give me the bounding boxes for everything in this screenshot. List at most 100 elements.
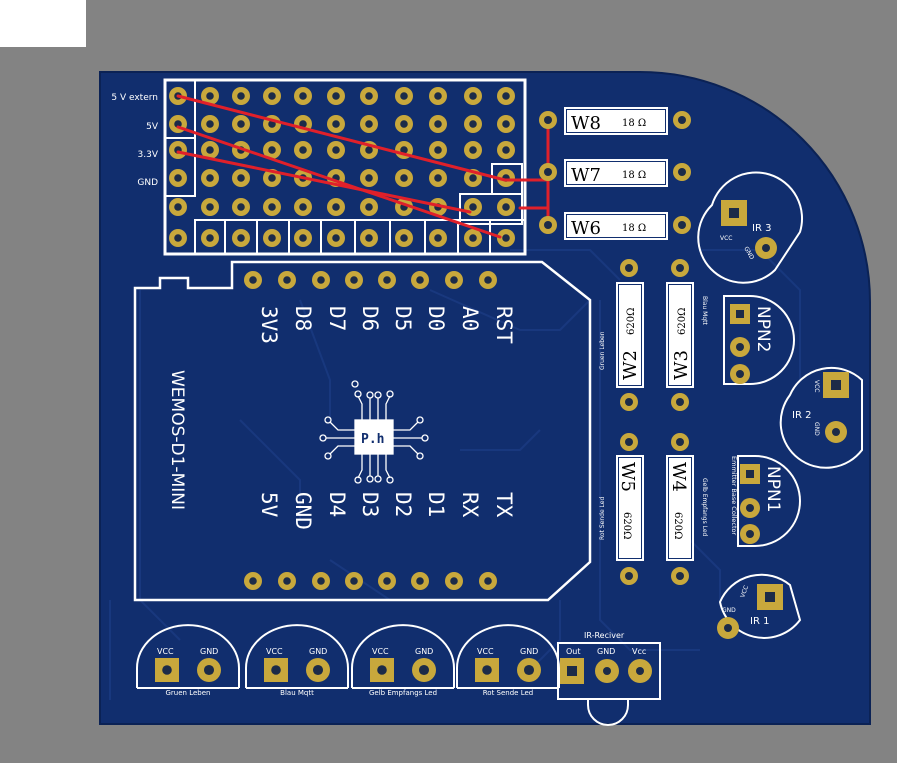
wemos-pin-pad xyxy=(445,572,463,590)
ir-sensor-2-ref: IR 2 xyxy=(792,410,811,421)
perfboard-pad xyxy=(497,198,515,216)
perfboard-pad xyxy=(497,115,515,133)
led-connector-gnd-pad xyxy=(517,658,541,682)
led-connector-vcc-pad xyxy=(475,658,499,682)
ir-receiver-pin-out: Out xyxy=(566,647,581,656)
perfboard-pad xyxy=(263,229,281,247)
perfboard-pad xyxy=(497,87,515,105)
wemos-pin-pad xyxy=(345,572,363,590)
led-connector-gnd-pad xyxy=(197,658,221,682)
ir-sensor-1-ref: IR 1 xyxy=(750,616,769,627)
led-connector-pin-b: GND xyxy=(200,647,218,656)
ir-sensor-2-pin-a: VCC xyxy=(813,380,820,392)
perfboard-pad xyxy=(201,198,219,216)
wemos-pin-label: RX xyxy=(458,492,482,518)
perfboard-pad xyxy=(294,229,312,247)
wemos-pin-label: D1 xyxy=(424,492,448,517)
ir-sensor-3-ref: IR 3 xyxy=(752,223,771,234)
led-connector-pin-a: VCC xyxy=(477,647,494,656)
perfboard-pad xyxy=(232,229,250,247)
wemos-pin-pad xyxy=(479,572,497,590)
perfboard-pad xyxy=(327,141,345,159)
npn1-ref: NPN1 xyxy=(763,466,783,513)
perfboard-pad xyxy=(201,115,219,133)
perfboard-pad xyxy=(232,87,250,105)
npn1: NPN1 Emmitter Base Collector xyxy=(730,455,801,547)
perfboard-pad xyxy=(429,141,447,159)
resistor-w3: W3 620Ω Blau Mqtt xyxy=(666,259,708,411)
perfboard-pad xyxy=(464,141,482,159)
wemos-pin-pad xyxy=(378,271,396,289)
led-connector-label: Gruen Leben xyxy=(166,689,211,697)
perfboard-pad xyxy=(232,198,250,216)
perfboard-pad xyxy=(169,229,187,247)
resistor-w2-value: 620Ω xyxy=(626,308,637,335)
led-connector-pin-b: GND xyxy=(415,647,433,656)
perfboard-pad xyxy=(395,169,413,187)
ir-sensor-3: IR 3 VCC GND xyxy=(697,171,803,284)
perfboard-pad xyxy=(497,141,515,159)
perfboard-pad xyxy=(169,141,187,159)
wemos-pin-pad xyxy=(244,572,262,590)
perfboard-pad xyxy=(169,198,187,216)
wemos-pin-pad xyxy=(278,271,296,289)
resistor-w4-ref: W4 xyxy=(668,462,689,492)
wemos-pin-label: D7 xyxy=(325,306,349,331)
perfboard-pad xyxy=(464,87,482,105)
resistor-w5-ref: W5 xyxy=(617,462,638,492)
perfboard-pad xyxy=(169,169,187,187)
perfboard-pad xyxy=(429,115,447,133)
wemos-pin-pad xyxy=(244,271,262,289)
perfboard-pad xyxy=(263,87,281,105)
wemos-pin-pad xyxy=(312,271,330,289)
resistor-w6-ref: W6 xyxy=(571,218,601,239)
ir-receiver: IR-Reciver Out GND Vcc xyxy=(557,631,661,726)
perfboard-pad xyxy=(263,141,281,159)
power-label-3v3: 3.3V xyxy=(138,150,159,160)
wire-3v3 xyxy=(176,150,472,214)
perfboard-pad xyxy=(294,141,312,159)
wemos-pin-pad xyxy=(411,271,429,289)
ph-logo: P.h xyxy=(319,380,429,484)
resistor-w8-value: 18 Ω xyxy=(622,118,646,129)
perfboard-pad xyxy=(201,229,219,247)
ir-sensor-3-pin-a: VCC xyxy=(720,235,732,242)
wemos-pin-label: D0 xyxy=(424,306,448,331)
perfboard-pad xyxy=(360,87,378,105)
wemos-pin-label: 3V3 xyxy=(257,306,281,344)
perfboard-pad xyxy=(327,115,345,133)
perfboard-pad xyxy=(232,169,250,187)
resistor-w7-value: 18 Ω xyxy=(622,170,646,181)
led-connector-gnd-pad xyxy=(306,658,330,682)
wemos-pin-pad xyxy=(345,271,363,289)
perfboard-pad xyxy=(395,87,413,105)
wemos-pin-pad xyxy=(278,572,296,590)
wire-5v xyxy=(176,125,502,239)
perfboard-pad xyxy=(464,229,482,247)
wemos-pin-label: D5 xyxy=(391,306,415,331)
resistor-w5-caption: Rot Sende Led xyxy=(599,497,606,540)
wemos-title: WEMOS-D1-MINI xyxy=(167,370,187,510)
power-labels: 5 V extern 5V 3.3V GND xyxy=(111,93,158,188)
perfboard-pad xyxy=(201,87,219,105)
resistor-w4-value: 620Ω xyxy=(672,512,683,539)
resistor-w7: W7 18 Ω xyxy=(539,159,691,187)
perfboard-pad xyxy=(429,229,447,247)
wemos-pin-pad xyxy=(479,271,497,289)
wemos-pin-pad xyxy=(378,572,396,590)
led-connector-label: Gelb Empfangs Led xyxy=(369,689,437,697)
perfboard-pad xyxy=(327,229,345,247)
perfboard-pad xyxy=(360,198,378,216)
resistor-w3-caption: Blau Mqtt xyxy=(701,296,708,326)
wemos-pin-label: D4 xyxy=(325,492,349,517)
led-connector-pin-b: GND xyxy=(520,647,538,656)
ir-sensor-2-pin-b: GND xyxy=(813,422,820,436)
power-label-gnd: GND xyxy=(137,178,158,188)
resistor-w2: W2 620Ω Gruen Leben xyxy=(599,259,644,411)
ir-sensor-2: IR 2 VCC GND xyxy=(779,366,863,469)
ir-receiver-pin-vcc: Vcc xyxy=(632,647,646,656)
ph-logo-text: P.h xyxy=(361,432,384,447)
